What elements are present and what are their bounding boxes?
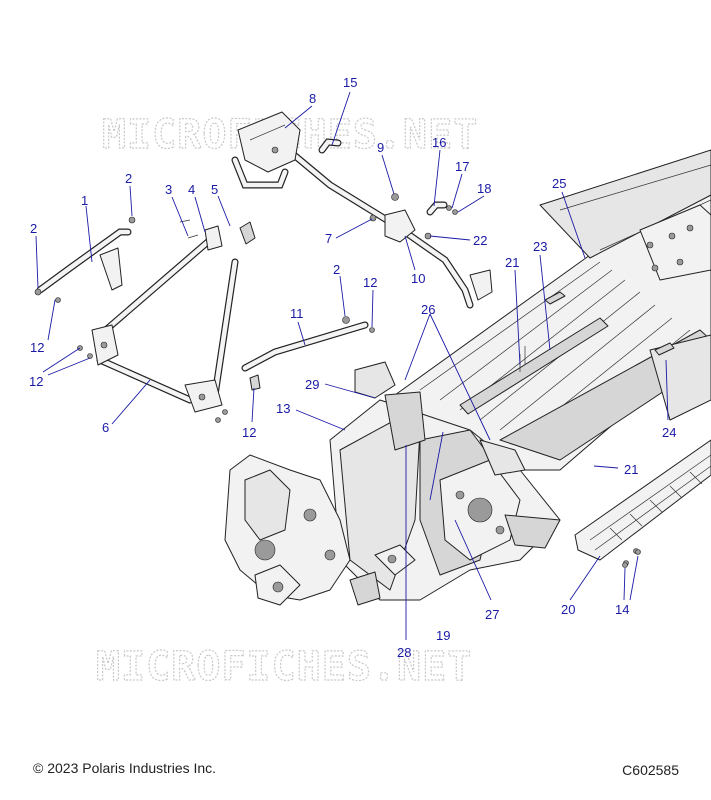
frame-braces [34, 216, 256, 423]
callout-27: 27 [485, 607, 499, 622]
callout-28: 28 [397, 645, 411, 660]
callout-labels: 1 2 2 2 3 4 5 6 7 8 9 10 11 12 12 12 12 … [29, 75, 676, 660]
callout-8: 8 [309, 91, 316, 106]
callout-12a: 12 [363, 275, 377, 290]
callout-2c: 2 [333, 262, 340, 277]
callout-17: 17 [455, 159, 469, 174]
callout-29: 29 [305, 377, 319, 392]
callout-4: 4 [188, 182, 195, 197]
callout-12c: 12 [29, 374, 43, 389]
callout-16: 16 [432, 135, 446, 150]
running-board [574, 439, 711, 566]
fastener-14b [635, 549, 641, 555]
callout-7: 7 [325, 231, 332, 246]
callout-2a: 2 [125, 171, 132, 186]
fastener-14a [622, 562, 628, 568]
callout-22: 22 [473, 233, 487, 248]
callout-1: 1 [81, 193, 88, 208]
callout-15: 15 [343, 75, 357, 90]
small-hardware [318, 138, 458, 240]
callout-10: 10 [411, 271, 425, 286]
bulkhead-assembly [224, 361, 561, 606]
callout-24: 24 [662, 425, 676, 440]
callout-5: 5 [211, 182, 218, 197]
watermark-bottom: MICROFICHES.NET [96, 644, 472, 690]
callout-26: 26 [421, 302, 435, 317]
callout-9: 9 [377, 140, 384, 155]
leader-lines [35, 91, 669, 640]
callout-2b: 2 [30, 221, 37, 236]
callout-12b: 12 [30, 340, 44, 355]
tunnel-assembly [394, 149, 711, 471]
callout-14: 14 [615, 602, 629, 617]
callout-21b: 21 [624, 462, 638, 477]
callout-21a: 21 [505, 255, 519, 270]
copyright-notice: © 2023 Polaris Industries Inc. [33, 760, 217, 776]
callout-23: 23 [533, 239, 547, 254]
callout-20: 20 [561, 602, 575, 617]
callout-19: 19 [436, 628, 450, 643]
brace-rod-11 [241, 316, 375, 391]
callout-25: 25 [552, 176, 566, 191]
callout-13: 13 [276, 401, 290, 416]
callout-3: 3 [165, 182, 172, 197]
callout-11: 11 [290, 306, 304, 321]
callout-12d: 12 [242, 425, 256, 440]
figure-code: C602585 [622, 762, 679, 778]
callout-18: 18 [477, 181, 491, 196]
steering-support [231, 111, 493, 309]
callout-6: 6 [102, 420, 109, 435]
